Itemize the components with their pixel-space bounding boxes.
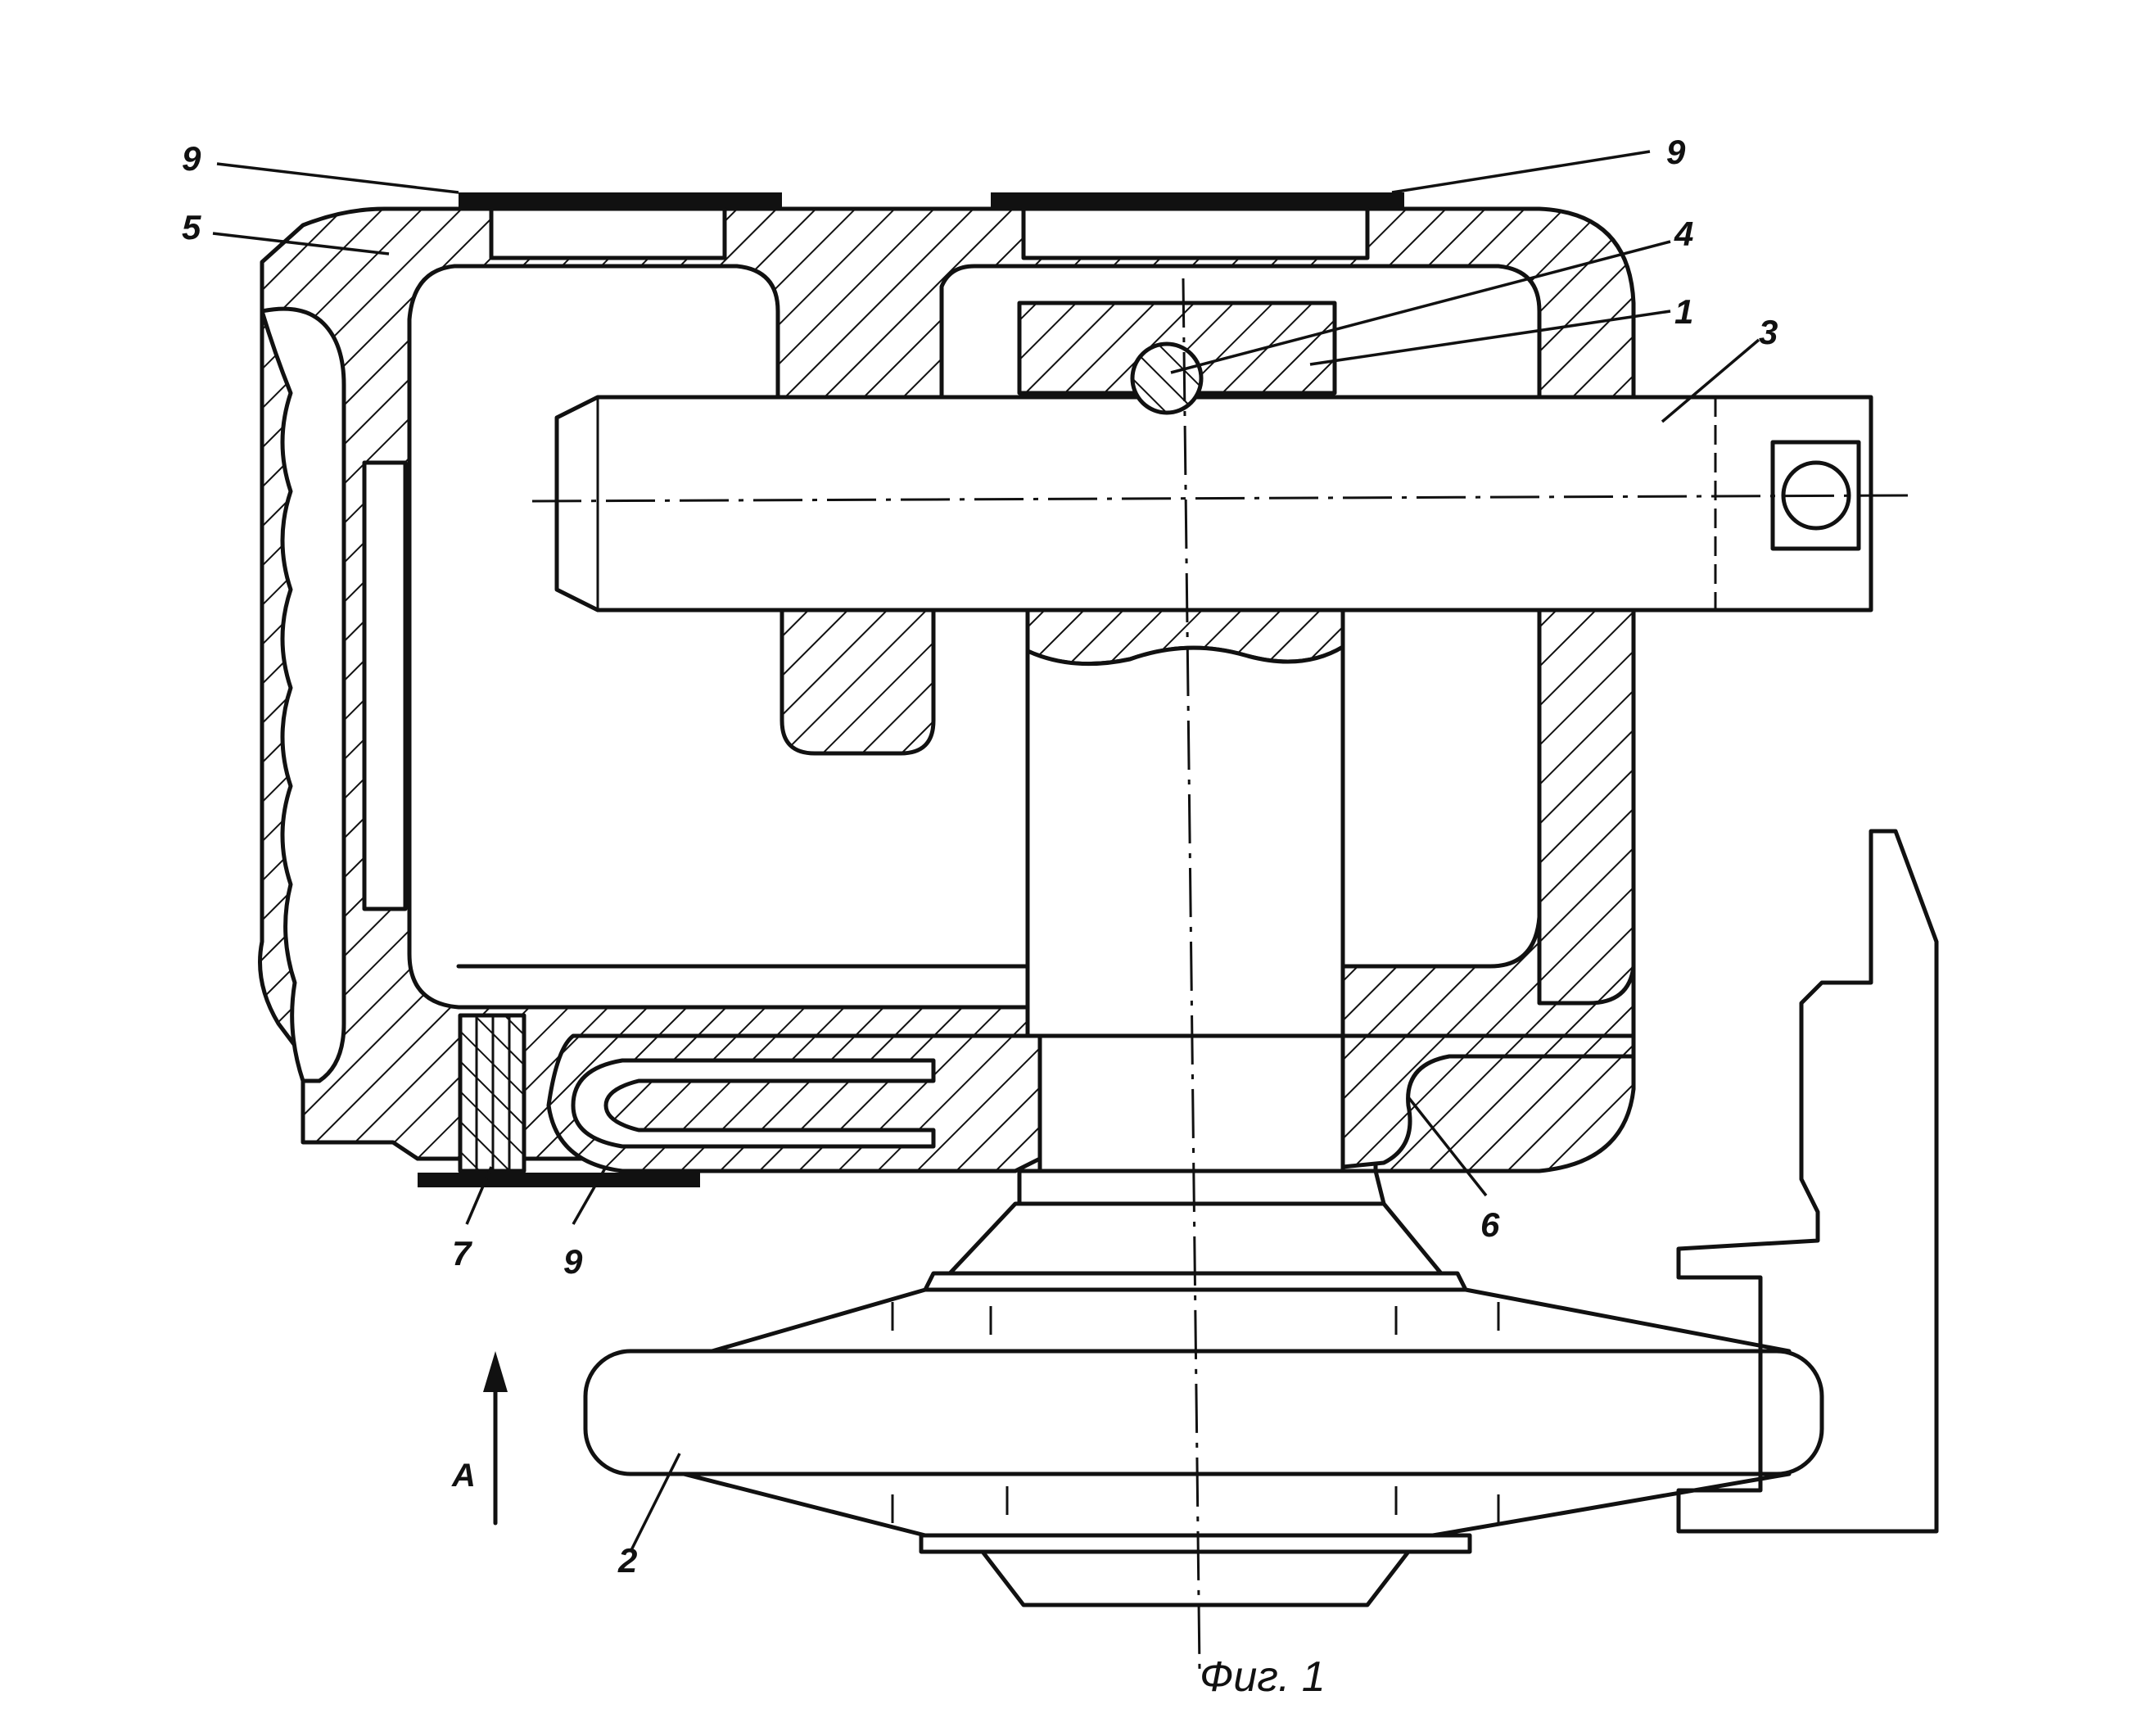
friction-pack-part-7 — [458, 1013, 526, 1173]
bottom-strip — [418, 1173, 700, 1187]
pin-part-4 — [1130, 341, 1204, 415]
part-labels: 9 9 5 4 1 3 6 7 9 2 A Фиг. 1 — [182, 133, 1778, 1701]
top-right-strip — [991, 192, 1404, 207]
label-9-bottom: 9 — [563, 1242, 583, 1281]
label-7: 7 — [452, 1234, 472, 1273]
label-9-top-right: 9 — [1666, 133, 1686, 171]
label-4: 4 — [1674, 215, 1693, 253]
shaft-part-3 — [554, 395, 1873, 613]
spring-guide — [546, 1033, 1042, 1173]
view-arrow-a — [483, 1351, 508, 1526]
pulley-part-2 — [583, 1169, 1824, 1607]
horizontal-axis — [531, 494, 1909, 503]
vertical-axis — [1182, 278, 1201, 1671]
label-3: 3 — [1759, 313, 1778, 351]
label-a: A — [451, 1458, 476, 1494]
top-left-strip — [459, 192, 782, 207]
label-1: 1 — [1674, 292, 1693, 331]
nut-part-6 — [1340, 1033, 1636, 1169]
label-6: 6 — [1480, 1205, 1500, 1244]
figure-caption: Фиг. 1 — [1200, 1653, 1326, 1701]
wheel-rim — [583, 1349, 1824, 1476]
label-5: 5 — [182, 208, 201, 246]
label-9-top-left: 9 — [182, 139, 201, 178]
leader-lines — [212, 150, 1760, 1553]
label-2: 2 — [617, 1541, 637, 1580]
lower-assembly — [458, 1013, 1636, 1173]
right-frame — [1676, 829, 1939, 1534]
